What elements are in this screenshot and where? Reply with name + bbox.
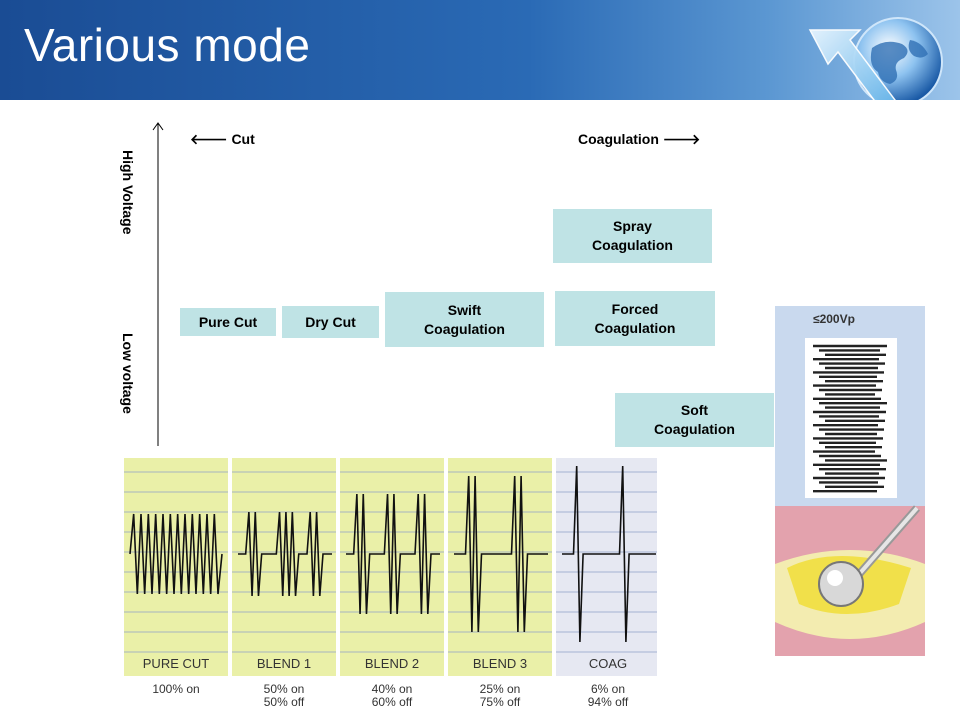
voltage-limit-label: ≤200Vp bbox=[813, 312, 855, 326]
waveform-trace bbox=[454, 475, 548, 633]
waveform-name-label: BLEND 2 bbox=[364, 656, 420, 671]
waveform-duty-label: 6% on 94% off bbox=[587, 682, 629, 709]
coagulation-direction-label: Coagulation 🡒 bbox=[578, 131, 701, 147]
soft-waveform-trace bbox=[813, 344, 887, 493]
soft-coagulation-image: ≤200Vp bbox=[775, 306, 925, 656]
mode-spray-coagulation: Spray Coagulation bbox=[553, 209, 712, 263]
waveform-duty-label: 50% on 50% off bbox=[263, 682, 305, 709]
arrow-left-icon: 🡐 bbox=[190, 131, 232, 147]
mode-swift-coagulation: Swift Coagulation bbox=[385, 292, 544, 347]
waveform-panel-bg bbox=[448, 458, 552, 676]
waveform-name-label: PURE CUT bbox=[142, 656, 210, 671]
mode-soft-coagulation: Soft Coagulation bbox=[615, 393, 774, 447]
waveform-trace bbox=[562, 465, 656, 643]
high-voltage-label: High Voltage bbox=[120, 150, 136, 235]
waveform-duty-label: 25% on 75% off bbox=[479, 682, 521, 709]
waveform-duty-label: 40% on 60% off bbox=[371, 682, 413, 709]
arrow-right-icon: 🡒 bbox=[658, 131, 701, 147]
mode-forced-coagulation: Forced Coagulation bbox=[555, 291, 715, 346]
waveform-trace bbox=[129, 513, 223, 595]
mode-pure-cut: Pure Cut bbox=[180, 308, 276, 336]
page-title: Various mode bbox=[24, 19, 311, 71]
title-bar: Various mode bbox=[0, 0, 960, 100]
globe-logo-icon bbox=[800, 10, 950, 100]
waveform-panels bbox=[124, 458, 660, 676]
waveform-comparison-image: PURE CUT 100% on BLEND 1 50% on 50% off BLEN… bbox=[121, 456, 660, 720]
waveform-name-label: BLEND 3 bbox=[472, 656, 528, 671]
waveform-name-label: COAG bbox=[588, 656, 628, 671]
low-voltage-label: Low voltage bbox=[120, 333, 136, 414]
cut-direction-label: 🡐 Cut bbox=[190, 131, 255, 147]
waveform-duty-label: 100% on bbox=[152, 682, 200, 696]
waveform-name-label: BLEND 1 bbox=[256, 656, 312, 671]
waveform-trace bbox=[346, 493, 440, 615]
waveform-trace bbox=[238, 511, 332, 597]
voltage-axis-arrow bbox=[152, 122, 164, 446]
mode-dry-cut: Dry Cut bbox=[282, 306, 379, 338]
waveform-panel-bg bbox=[556, 458, 660, 676]
